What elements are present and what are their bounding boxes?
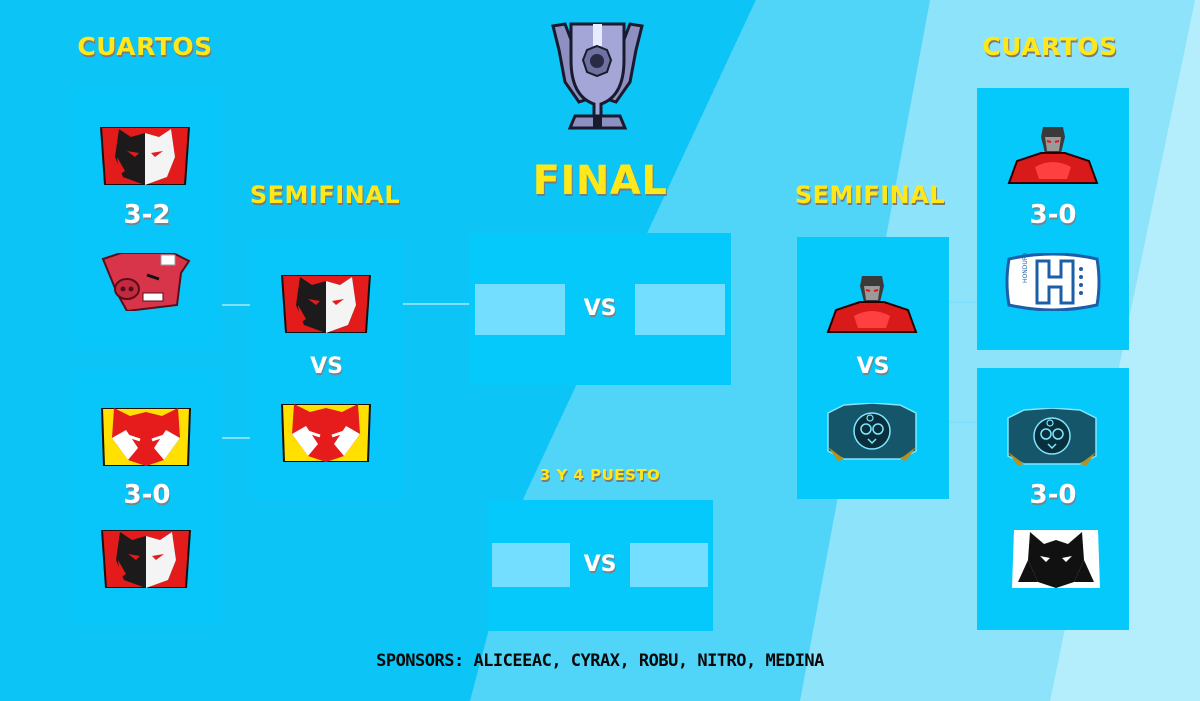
vs-label: VS (583, 552, 617, 577)
match-score: 3-0 (1029, 480, 1077, 510)
vs-label: VS (310, 354, 343, 379)
team-logo-angry-pig (97, 253, 193, 311)
third-place-team-left-slot (492, 543, 570, 587)
final-heading: FINAL (532, 158, 668, 204)
team-logo-black-red-wolf (278, 275, 374, 333)
team-logo-white-wolf (1008, 530, 1104, 588)
right-semis-heading: SEMIFINAL (794, 181, 946, 209)
team-logo-skull-belt (824, 403, 920, 461)
trophy-icon (545, 20, 650, 132)
match-score: 3-0 (1029, 200, 1077, 230)
final-team-left-slot (475, 284, 565, 335)
match-score: 3-0 (123, 480, 171, 510)
left-semis-heading: SEMIFINAL (249, 181, 401, 209)
third-place-heading: 3 Y 4 PUESTO (539, 466, 661, 484)
sponsors-line: SPONSORS: ALICEEAC, CYRAX, ROBU, NITRO, … (376, 651, 824, 671)
team-logo-red-yellow-fox (278, 404, 374, 462)
team-logo-red-warrior (1005, 127, 1101, 185)
connector-line (222, 437, 250, 439)
connector-line (403, 303, 469, 305)
connector-line (949, 421, 977, 423)
team-logo-red-yellow-fox (98, 408, 194, 466)
vs-label: VS (856, 354, 890, 379)
left-quarters-heading: CUARTOS (77, 32, 213, 61)
connector-line (949, 301, 977, 303)
team-logo-honduras-h (1005, 253, 1101, 311)
team-logo-black-red-wolf (98, 530, 194, 588)
team-logo-skull-belt (1004, 408, 1100, 466)
final-team-right-slot (635, 284, 725, 335)
right-quarters-heading: CUARTOS (982, 32, 1118, 61)
third-place-team-right-slot (630, 543, 708, 587)
vs-label: VS (583, 296, 617, 321)
match-score: 3-2 (123, 200, 171, 230)
team-logo-black-red-wolf (97, 127, 193, 185)
connector-line (222, 304, 250, 306)
team-logo-red-warrior (824, 276, 920, 334)
